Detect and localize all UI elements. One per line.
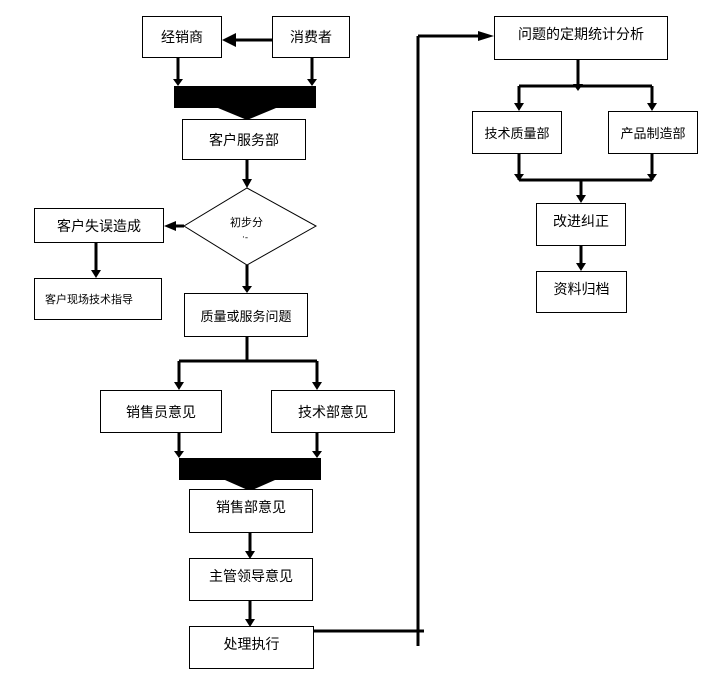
- node-preliminary-label: 初步分: [230, 216, 263, 229]
- arrowhead-tq: [514, 103, 524, 111]
- arrowhead-split-right: [312, 382, 322, 390]
- node-customer-fault: 客户失误造成: [34, 208, 164, 243]
- node-dealer: 经销商: [142, 16, 222, 58]
- arrowhead-onsite: [91, 270, 101, 278]
- node-sales-dept-opinion: 销售部意见: [189, 489, 313, 533]
- arrowhead-pm: [647, 103, 657, 111]
- node-consumer: 消费者: [272, 16, 350, 58]
- arrowhead-analysis: [478, 31, 494, 41]
- merge-arrow-top: [174, 86, 316, 120]
- arrowhead-analysis-down: [573, 84, 583, 91]
- node-product-mfg: 产品制造部: [608, 111, 698, 154]
- node-onsite-guidance: 客户现场技术指导: [34, 278, 162, 320]
- node-archive: 资料归档: [536, 271, 627, 313]
- arrowhead-archive: [576, 263, 586, 271]
- arrowhead-fault: [164, 221, 176, 231]
- arrowhead-consumer-down: [307, 79, 317, 86]
- node-tech-opinion: 技术部意见: [271, 390, 395, 433]
- arrowhead-dealer: [222, 33, 236, 47]
- arrowhead-manager: [245, 551, 255, 559]
- node-preliminary-tail: ·-: [242, 233, 249, 243]
- arrowhead-improve: [576, 195, 586, 203]
- node-salesperson-opinion: 销售员意见: [100, 390, 222, 433]
- arrowhead-dealer-down: [173, 79, 183, 86]
- arrowhead-split-left: [174, 382, 184, 390]
- arrowhead-diamond: [242, 179, 252, 188]
- node-manager-opinion: 主管领导意见: [189, 558, 313, 601]
- node-periodic-analysis: 问题的定期统计分析: [494, 16, 668, 60]
- arrowhead-handling: [245, 619, 255, 627]
- arrowhead-quality: [242, 286, 252, 293]
- arrowhead-tq-merge: [514, 174, 524, 181]
- merge-arrow-bottom: [179, 458, 321, 491]
- node-quality-service: 质量或服务问题: [184, 293, 308, 337]
- node-handling: 处理执行: [189, 626, 314, 669]
- node-customer-service: 客户服务部: [182, 119, 306, 160]
- decision-diamond: [183, 187, 318, 266]
- arrowhead-sales-down: [174, 451, 184, 458]
- node-improve: 改进纠正: [536, 203, 626, 246]
- node-tech-quality: 技术质量部: [472, 111, 562, 154]
- arrowhead-tech-down: [312, 451, 322, 458]
- arrowhead-pm-merge: [647, 174, 657, 181]
